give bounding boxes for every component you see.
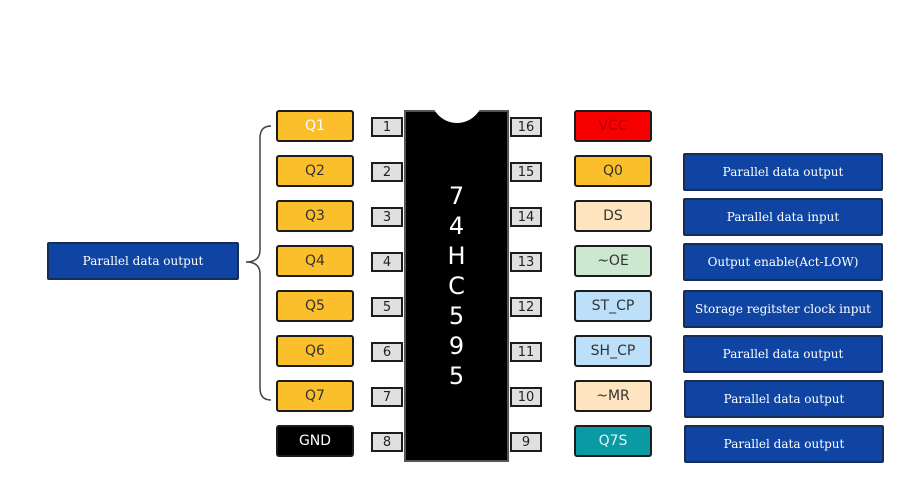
- pin-label-oe: ~OE: [574, 245, 652, 277]
- pin-number: 1: [371, 117, 403, 137]
- left-brace: [245, 125, 272, 401]
- pin-label-vcc: VCC: [574, 110, 652, 142]
- chip-body: [404, 110, 509, 462]
- pin-number: 9: [510, 432, 542, 452]
- pin-number: 4: [371, 252, 403, 272]
- pin-label-q7: Q7: [276, 380, 354, 412]
- pin-description: Parallel data output: [683, 153, 883, 191]
- pin-number: 8: [371, 432, 403, 452]
- pin-number: 7: [371, 387, 403, 407]
- chip-letter: 4: [448, 212, 465, 240]
- pin-description: Parallel data output: [684, 425, 884, 463]
- pin-description: Output enable(Act-LOW): [683, 243, 883, 281]
- chip-letter: H: [447, 242, 466, 270]
- pin-number: 6: [371, 342, 403, 362]
- chip-letter: C: [448, 272, 465, 300]
- pin-label-q6: Q6: [276, 335, 354, 367]
- pin-label-stcp: ST_CP: [574, 290, 652, 322]
- chip-letter: 9: [448, 332, 465, 360]
- chip-letter: 5: [448, 302, 465, 330]
- pin-number: 2: [371, 162, 403, 182]
- pin-label-q7s: Q7S: [574, 425, 652, 457]
- pin-label-q4: Q4: [276, 245, 354, 277]
- pin-label-mr: ~MR: [574, 380, 652, 412]
- pin-number: 15: [510, 162, 542, 182]
- pin-number: 13: [510, 252, 542, 272]
- pin-label-q1: Q1: [276, 110, 354, 142]
- pin-label-q5: Q5: [276, 290, 354, 322]
- pin-label-gnd: GND: [276, 425, 354, 457]
- chip-letter: 7: [448, 182, 465, 210]
- pin-number: 12: [510, 297, 542, 317]
- pin-number: 10: [510, 387, 542, 407]
- left-description: Parallel data output: [47, 242, 239, 280]
- pin-description: Parallel data output: [683, 335, 883, 373]
- pin-number: 3: [371, 207, 403, 227]
- pin-description: Storage regitster clock input: [683, 290, 883, 328]
- pin-description: Parallel data output: [684, 380, 884, 418]
- pin-label-q0: Q0: [574, 155, 652, 187]
- pin-label-shcp: SH_CP: [574, 335, 652, 367]
- pin-number: 16: [510, 117, 542, 137]
- pin-number: 14: [510, 207, 542, 227]
- pin-label-q3: Q3: [276, 200, 354, 232]
- pin-description: Parallel data input: [683, 198, 883, 236]
- pin-label-q2: Q2: [276, 155, 354, 187]
- pin-number: 5: [371, 297, 403, 317]
- chip-letter: 5: [448, 362, 465, 390]
- pin-label-ds: DS: [574, 200, 652, 232]
- pin-number: 11: [510, 342, 542, 362]
